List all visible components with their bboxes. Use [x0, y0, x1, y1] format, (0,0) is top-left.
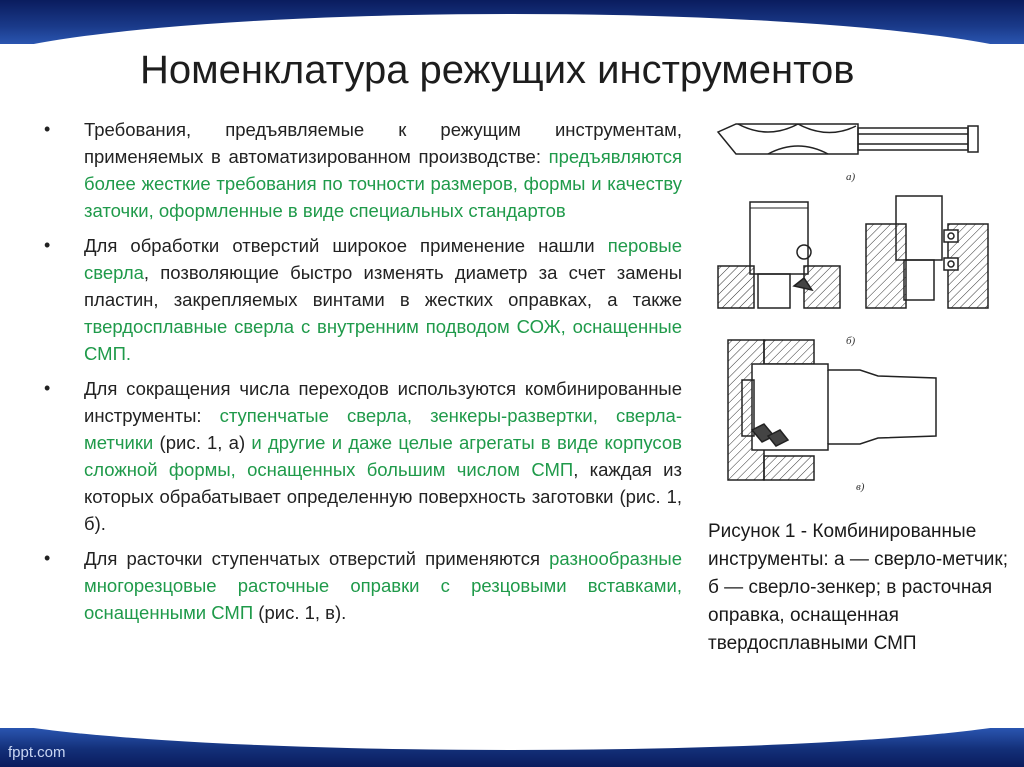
bullet-list: • Требования, предъявляемые к режущим ин…: [42, 116, 682, 634]
bullet-item: • Для обработки отверстий широкое примен…: [42, 232, 682, 367]
drill-tap-drawing: [716, 123, 979, 155]
text-segment: Для расточки ступенчатых отверстий приме…: [84, 548, 550, 569]
highlight-segment: ступенчатые сверла, зенкеры-развертки, с…: [84, 405, 683, 453]
bullet-dot-icon: •: [44, 378, 51, 398]
bullet-item: • Для сокращения числа переходов использ…: [42, 375, 682, 537]
bullet-dot-icon: •: [44, 548, 51, 568]
highlight-segment: предъявляются более жесткие требования п…: [84, 146, 682, 221]
bullet-text: Для обработки отверстий широкое применен…: [84, 235, 682, 364]
figure-caption: Рисунок 1 - Комбинированные инструменты:…: [708, 521, 1008, 654]
boring-bar-drawing: [727, 339, 937, 481]
text-segment: Для сокращения числа переходов использую…: [84, 378, 682, 426]
highlight-segment: перовые сверла: [84, 235, 682, 283]
bullet-item: • Требования, предъявляемые к режущим ин…: [42, 116, 682, 224]
label-b: б): [846, 335, 856, 347]
text-segment: Требования, предъявляемые к режущим инст…: [84, 119, 682, 167]
text-segment: (рис. 1, в).: [253, 602, 347, 623]
text-segment: (рис. 1, а): [153, 432, 252, 453]
text-segment: , позволяющие быстро изменять диаметр за…: [84, 262, 682, 310]
bullet-text: Требования, предъявляемые к режущим инст…: [84, 119, 682, 221]
drill-countersink-right: [865, 195, 989, 309]
highlight-segment: разнообразные многорезцовые расточные оп…: [84, 548, 682, 623]
bullet-text: Для расточки ступенчатых отверстий приме…: [84, 548, 682, 623]
tool-figure: а) б) в): [716, 123, 989, 493]
bullet-dot-icon: •: [44, 119, 51, 139]
bullet-item: • Для расточки ступенчатых отверстий при…: [42, 545, 682, 626]
drill-countersink-left: [717, 201, 841, 309]
highlight-segment: и другие и даже целые агрегаты в виде ко…: [84, 432, 682, 480]
highlight-segment: твердосплавные сверла с внутренним подво…: [84, 316, 682, 364]
label-a: а): [846, 171, 856, 183]
bullet-text: Для сокращения числа переходов использую…: [84, 378, 682, 534]
text-segment: , каждая из которых обрабатывает определ…: [84, 459, 682, 534]
text-segment: Для обработки отверстий широкое применен…: [84, 235, 608, 256]
footer-brand: fppt.com: [8, 744, 66, 761]
slide-title: Номенклатура режущих инструментов: [140, 48, 855, 92]
bullet-dot-icon: •: [44, 235, 51, 255]
label-c: в): [856, 481, 865, 493]
